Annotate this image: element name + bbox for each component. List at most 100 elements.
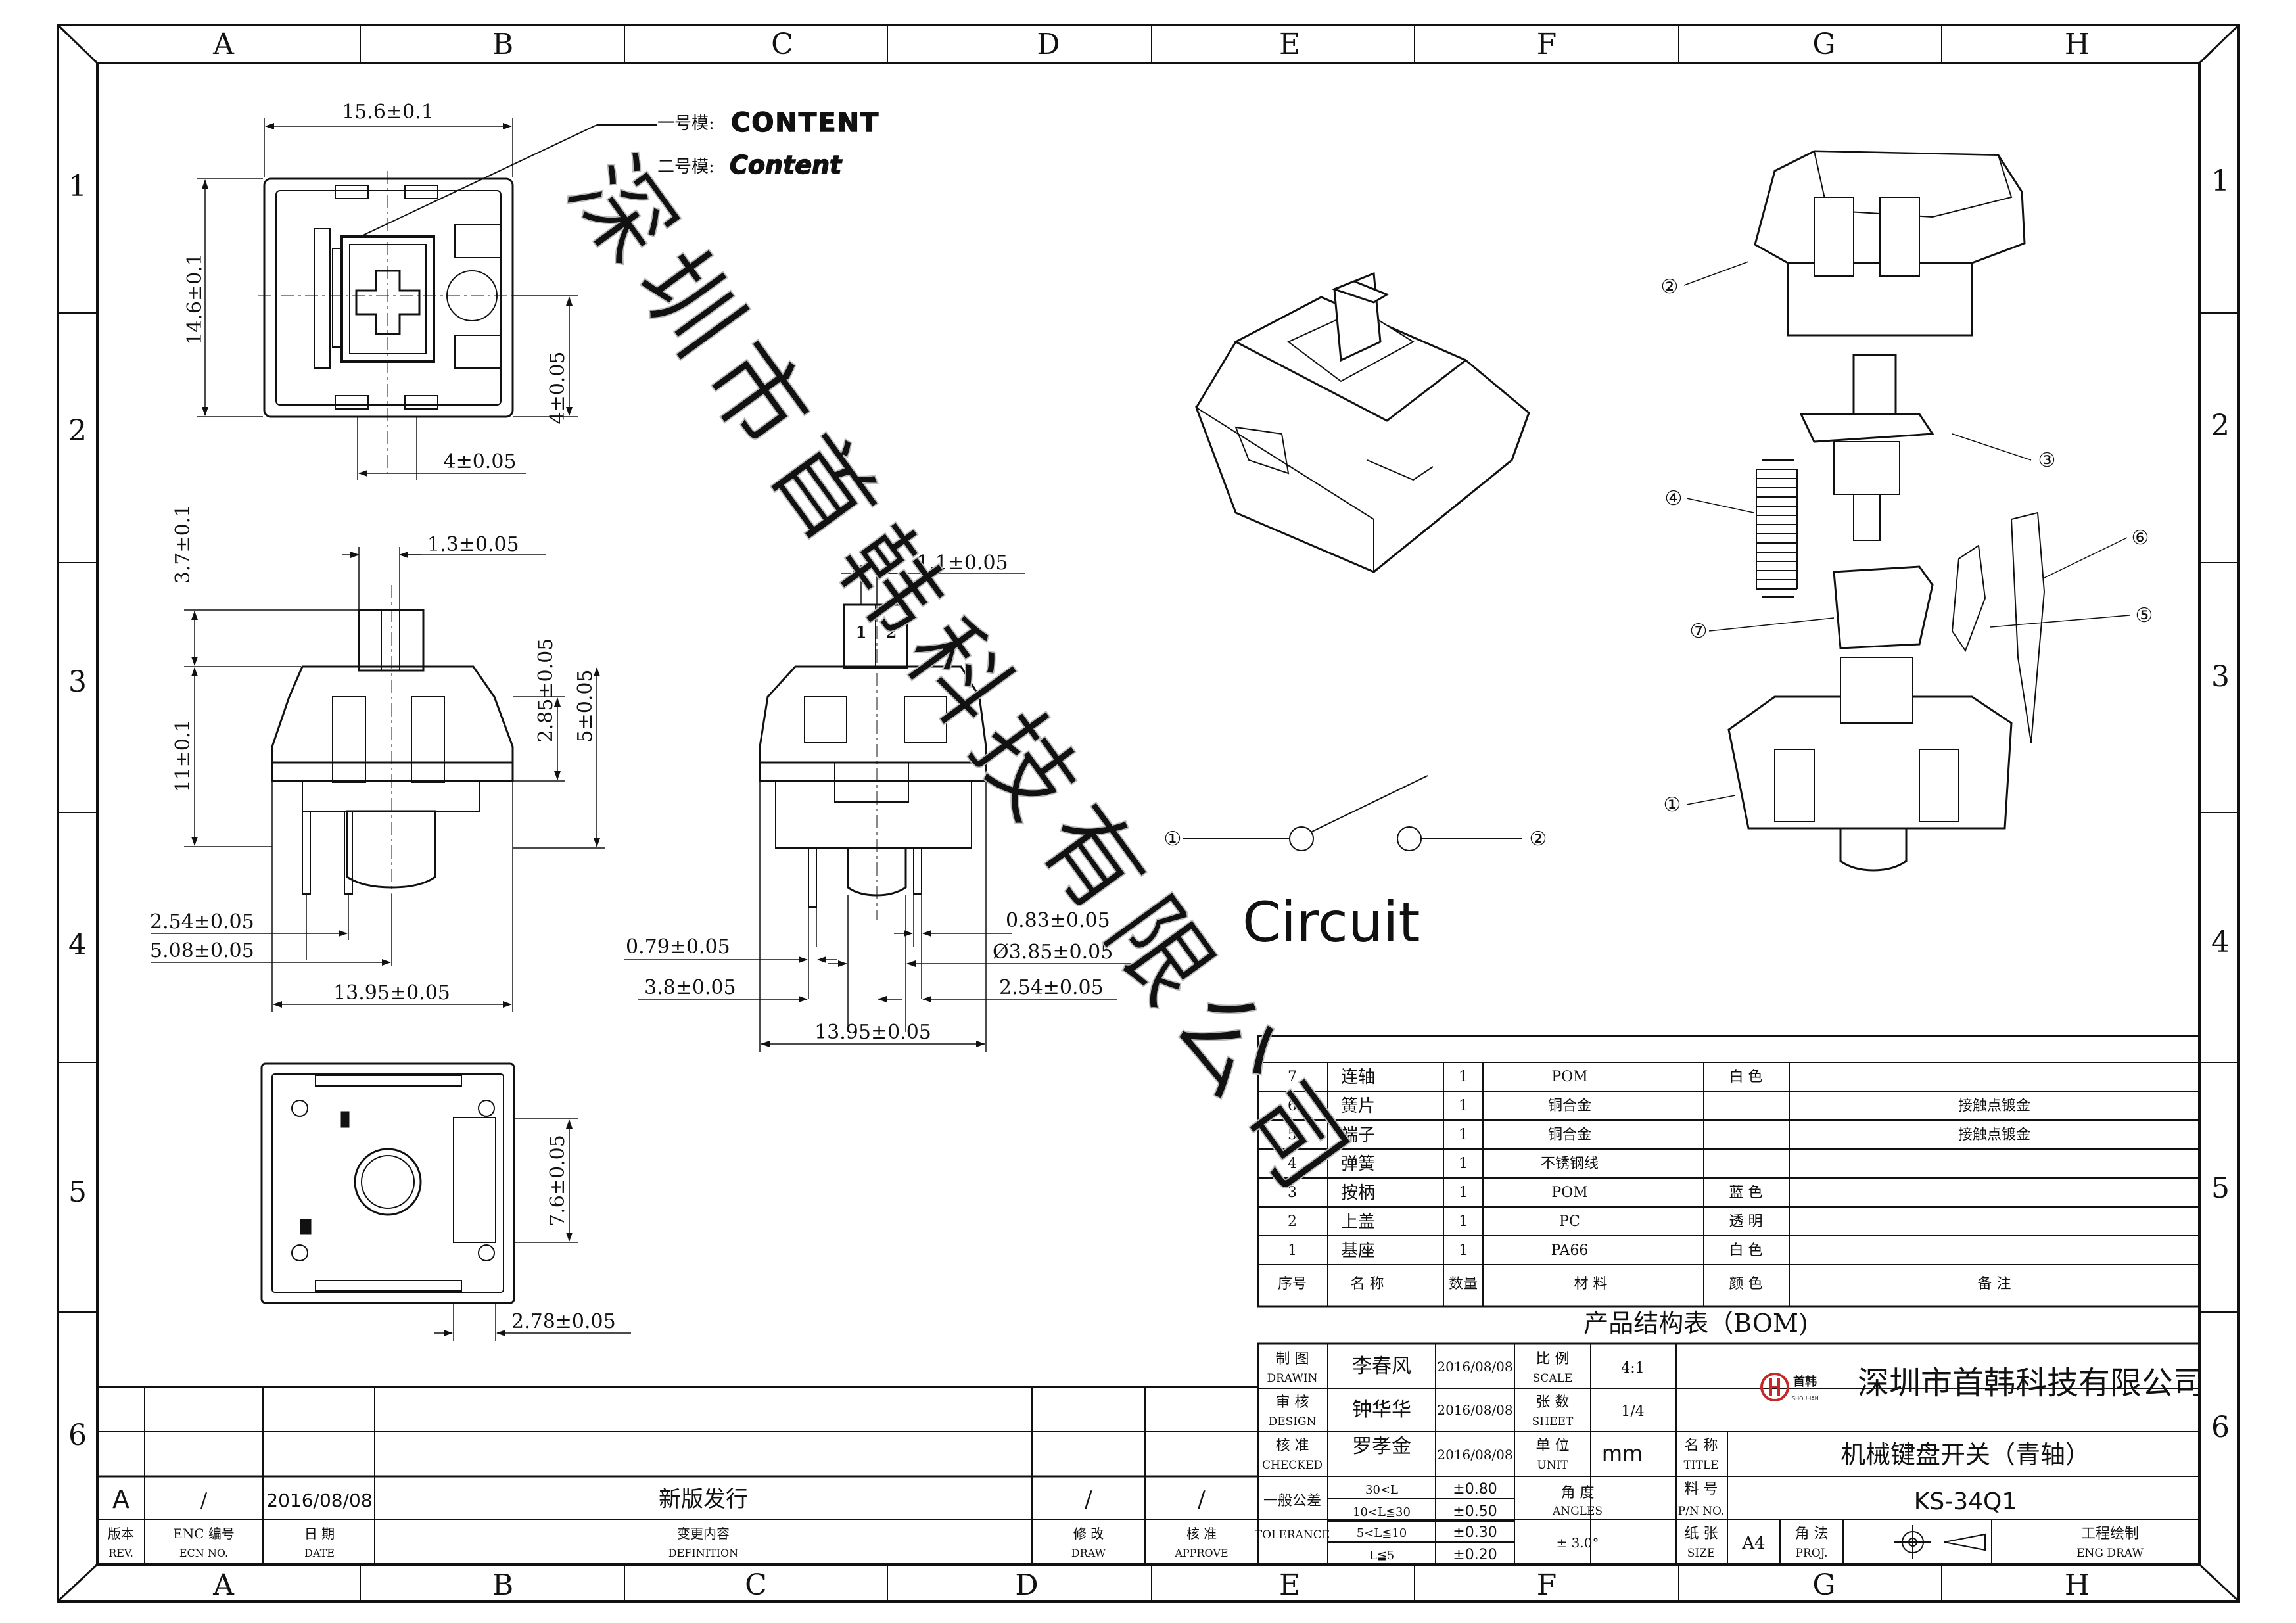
sheet-value: 1/4 xyxy=(1621,1403,1644,1420)
col-label: F xyxy=(1537,28,1557,61)
column-labels-top: A B C D E F G H xyxy=(212,28,2090,61)
rev-header-en: REV. xyxy=(108,1547,133,1559)
bom-row: 4 弹簧 1 不锈钢线 xyxy=(1288,1154,1599,1174)
callout-5: ⑤ xyxy=(2136,604,2153,627)
part-title: 机械键盘开关（青轴） xyxy=(1840,1440,2090,1469)
part-number: KS-34Q1 xyxy=(1914,1488,2017,1515)
callout-7: ⑦ xyxy=(1690,620,1708,643)
pn-label-en: P/N NO. xyxy=(1678,1505,1725,1518)
circuit-labels: ① ② Circuit xyxy=(1164,828,1547,954)
bom-cell-qty: 1 xyxy=(1459,1127,1468,1143)
bom-cell-qty: 1 xyxy=(1459,1242,1468,1259)
tol-range: 30<L xyxy=(1365,1483,1398,1497)
bom-header-note: 备 注 xyxy=(1978,1276,2011,1292)
bom-cell-qty: 1 xyxy=(1459,1098,1468,1114)
bom-cell-color: 透 明 xyxy=(1729,1213,1763,1230)
bom-cell-no: 4 xyxy=(1288,1156,1297,1172)
mold-logo-notes: 一号模: CONTENT 二号模: Content xyxy=(657,107,879,180)
mold2-label: 二号模: xyxy=(657,157,715,177)
bom-header-name: 名 称 xyxy=(1351,1276,1384,1292)
col-label: F xyxy=(1537,1568,1557,1602)
tolerance-label: 一般公差 xyxy=(1263,1493,1321,1509)
draw-header: 修 改 xyxy=(1073,1526,1104,1541)
bom-header-row: 序号 名 称 数量 材 料 颜 色 备 注 xyxy=(1278,1276,2011,1292)
dim-front-pin-a: 0.79±0.05 xyxy=(626,935,730,958)
drawn-date: 2016/08/08 xyxy=(1437,1359,1512,1375)
dim-bottom-a: 7.6±0.05 xyxy=(546,1135,569,1227)
watermark: 深圳市首韩科技有限公司 xyxy=(546,137,1378,1223)
row-labels-left: 1 2 3 4 5 6 xyxy=(68,170,87,1452)
bom-row: 7 连轴 1 POM 白 色 xyxy=(1288,1068,1763,1087)
circuit-diagram xyxy=(1183,775,1522,851)
rev-draw: / xyxy=(1085,1486,1092,1513)
dim-front-pin-d: Ø3.85±0.05 xyxy=(993,941,1113,964)
bom-cell-name: 簧片 xyxy=(1341,1096,1375,1116)
design-label: 审 核 xyxy=(1276,1394,1309,1411)
rev-value: A xyxy=(112,1485,129,1514)
title-label-en: TITLE xyxy=(1683,1459,1718,1472)
bom-cell-no: 3 xyxy=(1288,1185,1297,1201)
company-logo-subtext: SHOUHAN xyxy=(1792,1396,1819,1401)
drawn-label-en: DRAWIN xyxy=(1267,1372,1317,1385)
bottom-view xyxy=(260,1062,631,1341)
tol-range: 10<L≦30 xyxy=(1353,1505,1411,1519)
row-labels-right: 1 2 3 4 5 6 xyxy=(2211,164,2230,1444)
side-view-dims: 1.3±0.05 3.7±0.1 11±0.1 2.85±0.05 5±0.05… xyxy=(150,505,597,1004)
isometric-switch xyxy=(1195,271,1530,573)
ecn-header-en: ECN NO. xyxy=(179,1547,228,1559)
exploded-view xyxy=(1683,150,2130,872)
stem-mark-2: 2 xyxy=(886,623,897,642)
rev-definition: 新版发行 xyxy=(659,1486,748,1513)
bottom-view-dims: 7.6±0.05 2.78±0.05 xyxy=(511,1135,616,1333)
tol-value: ±0.80 xyxy=(1453,1481,1497,1497)
bom-cell-material: POM xyxy=(1551,1185,1587,1201)
dim-side-stem-h: 3.7±0.1 xyxy=(172,505,195,584)
dim-top-offset-v: 4±0.05 xyxy=(546,351,569,424)
row-label: 1 xyxy=(68,170,87,203)
dim-side-pin1: 2.54±0.05 xyxy=(150,910,254,933)
bom-cell-name: 按柄 xyxy=(1341,1183,1375,1203)
drawing-frame xyxy=(57,24,2240,1603)
dim-top-offset-h: 4±0.05 xyxy=(443,450,516,473)
size-label: 纸 张 xyxy=(1685,1526,1718,1542)
mold1-label: 一号模: xyxy=(657,114,715,133)
drawn-label: 制 图 xyxy=(1276,1351,1309,1367)
design-date: 2016/08/08 xyxy=(1437,1402,1512,1418)
checked-date: 2016/08/08 xyxy=(1437,1447,1512,1463)
definition-header: 变更内容 xyxy=(677,1526,730,1541)
drawn-name: 李春风 xyxy=(1352,1355,1411,1378)
bom-title: 产品结构表（BOM) xyxy=(1583,1309,1808,1338)
scale-value: 4:1 xyxy=(1621,1360,1644,1376)
dim-front-pin-e: 2.54±0.05 xyxy=(999,976,1104,999)
col-label: E xyxy=(1279,28,1300,61)
tol-value: ±0.30 xyxy=(1453,1524,1497,1541)
bom-row: 5 端子 1 铜合金 接触点镀金 xyxy=(1288,1125,2030,1145)
sheet-label: 张 数 xyxy=(1536,1394,1570,1411)
front-view-stem-marks: 1 2 xyxy=(856,623,897,642)
dim-bottom-b: 2.78±0.05 xyxy=(511,1310,616,1333)
column-labels-bottom: A B C D E F G H xyxy=(212,1568,2090,1602)
bom-cell-color: 白 色 xyxy=(1729,1069,1763,1085)
dim-side-b: 5±0.05 xyxy=(574,669,597,742)
row-label: 5 xyxy=(2211,1171,2230,1205)
size-value: A4 xyxy=(1741,1534,1765,1553)
dim-front-stem-w: 1.1±0.05 xyxy=(916,552,1008,575)
front-view xyxy=(624,565,1131,1052)
bom-header-qty: 数量 xyxy=(1449,1276,1478,1292)
dim-side-a: 2.85±0.05 xyxy=(534,638,557,743)
col-label: G xyxy=(1812,1568,1835,1602)
bom-cell-no: 1 xyxy=(1288,1242,1297,1259)
circuit-node-2: ② xyxy=(1530,828,1547,851)
checked-label: 核 准 xyxy=(1276,1438,1309,1454)
proj-label-en: PROJ. xyxy=(1795,1547,1827,1560)
dim-front-width: 13.95±0.05 xyxy=(814,1021,931,1044)
bom-cell-qty: 1 xyxy=(1459,1069,1468,1085)
mold2-logo: Content xyxy=(730,151,843,179)
scale-label: 比 例 xyxy=(1536,1351,1570,1367)
revision-block-text: A / 2016/08/08 新版发行 / / 版本 REV. ENC 编号 E… xyxy=(108,1485,1229,1559)
bom-cell-no: 5 xyxy=(1288,1127,1297,1143)
row-label: 5 xyxy=(68,1175,87,1209)
col-label: H xyxy=(2065,28,2090,61)
angle-label: 角 度 xyxy=(1561,1485,1595,1501)
